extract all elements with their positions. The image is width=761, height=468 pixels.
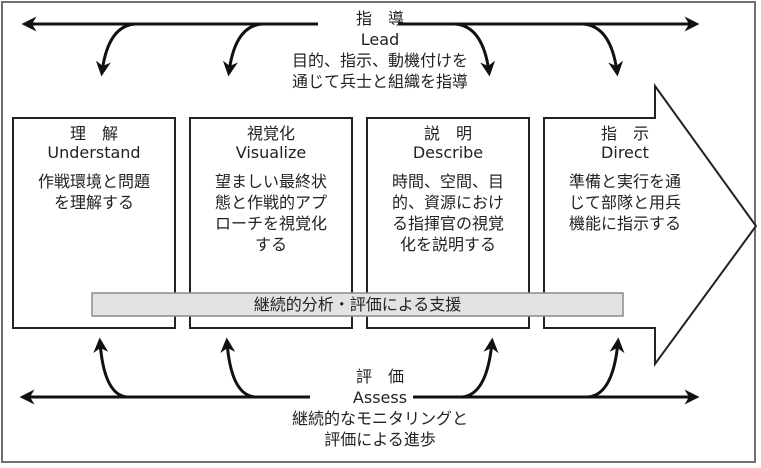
step-title-ja: 視覚化 [246,124,295,143]
step-title-ja: 理 解 [69,124,118,143]
step-description-line: 化を説明する [399,235,496,255]
step-description-line: 望ましい最終状 [214,172,327,192]
step-title-ja: 説 明 [423,124,472,143]
lead-title-ja: 指 導 [355,9,404,28]
step-title-en: Describe [412,143,484,163]
step-description-line: る指揮官の視覚 [391,214,504,234]
lead-description-line: 通じて兵士と組織を指導 [291,72,468,91]
step-description-line: じて部隊と用兵 [568,193,681,213]
lead-title-en: Lead [360,30,400,49]
lead-branch-arrow-describe [454,22,496,77]
step-describe: 説 明 Describe 時間、空間、目 的、資源におけ る指揮官の視覚 化を説… [367,124,529,255]
step-title-en: Direct [601,143,649,163]
assess-description-line: 評価による進歩 [324,430,436,449]
assess-title-ja: 評 価 [355,367,404,386]
step-title-en: Visualize [235,143,307,163]
step-description-line: 態と作戦的アプ [214,193,327,213]
step-description-line: を理解する [53,193,134,213]
step-understand: 理 解 Understand 作戦環境と問題 を理解する [13,124,175,213]
step-description-line: 準備と実行を通 [568,172,681,192]
step-description-line: 作戦環境と問題 [37,172,150,192]
assess-branch-arrow-direct [587,337,625,399]
assess-branch-arrow-describe [461,337,499,399]
diagram-frame [1,1,756,463]
assess-description-line: 継続的なモニタリングと [291,409,468,428]
step-visualize: 視覚化 Visualize 望ましい最終状 態と作戦的アプ ローチを視覚化 する [190,124,352,255]
lead-description-line: 目的、指示、動機付けを [291,51,468,70]
assess-branch-arrow-visualize [220,337,256,399]
assess-branch-arrow-understand [93,337,128,399]
support-bar-label: 継続的分析・評価による支援 [253,295,462,314]
lead-label: 指 導 Lead 目的、指示、動機付けを 通じて兵士と組織を指導 [230,8,530,92]
step-description-line: する [254,235,287,255]
step-direct: 指 示 Direct 準備と実行を通 じて部隊と用兵 機能に指示する [544,124,706,234]
assess-title-en: Assess [230,387,530,408]
step-title-en: Understand [47,143,141,163]
step-description-line: 機能に指示する [568,214,681,234]
step-description-line: 的、資源におけ [391,193,504,213]
assess-label: 評 価 Assess 継続的なモニタリングと 評価による進歩 [230,366,530,450]
lead-branch-arrow-direct [582,22,624,77]
support-bar-shape [91,292,624,317]
step-description-line: 時間、空間、目 [391,172,504,192]
assess-title-en-text: Assess [346,388,414,407]
step-title-ja: 指 示 [600,124,649,143]
step-description-line: ローチを視覚化 [214,214,327,234]
lead-branch-arrow-understand [95,22,136,77]
lead-branch-arrow-visualize [222,22,263,77]
